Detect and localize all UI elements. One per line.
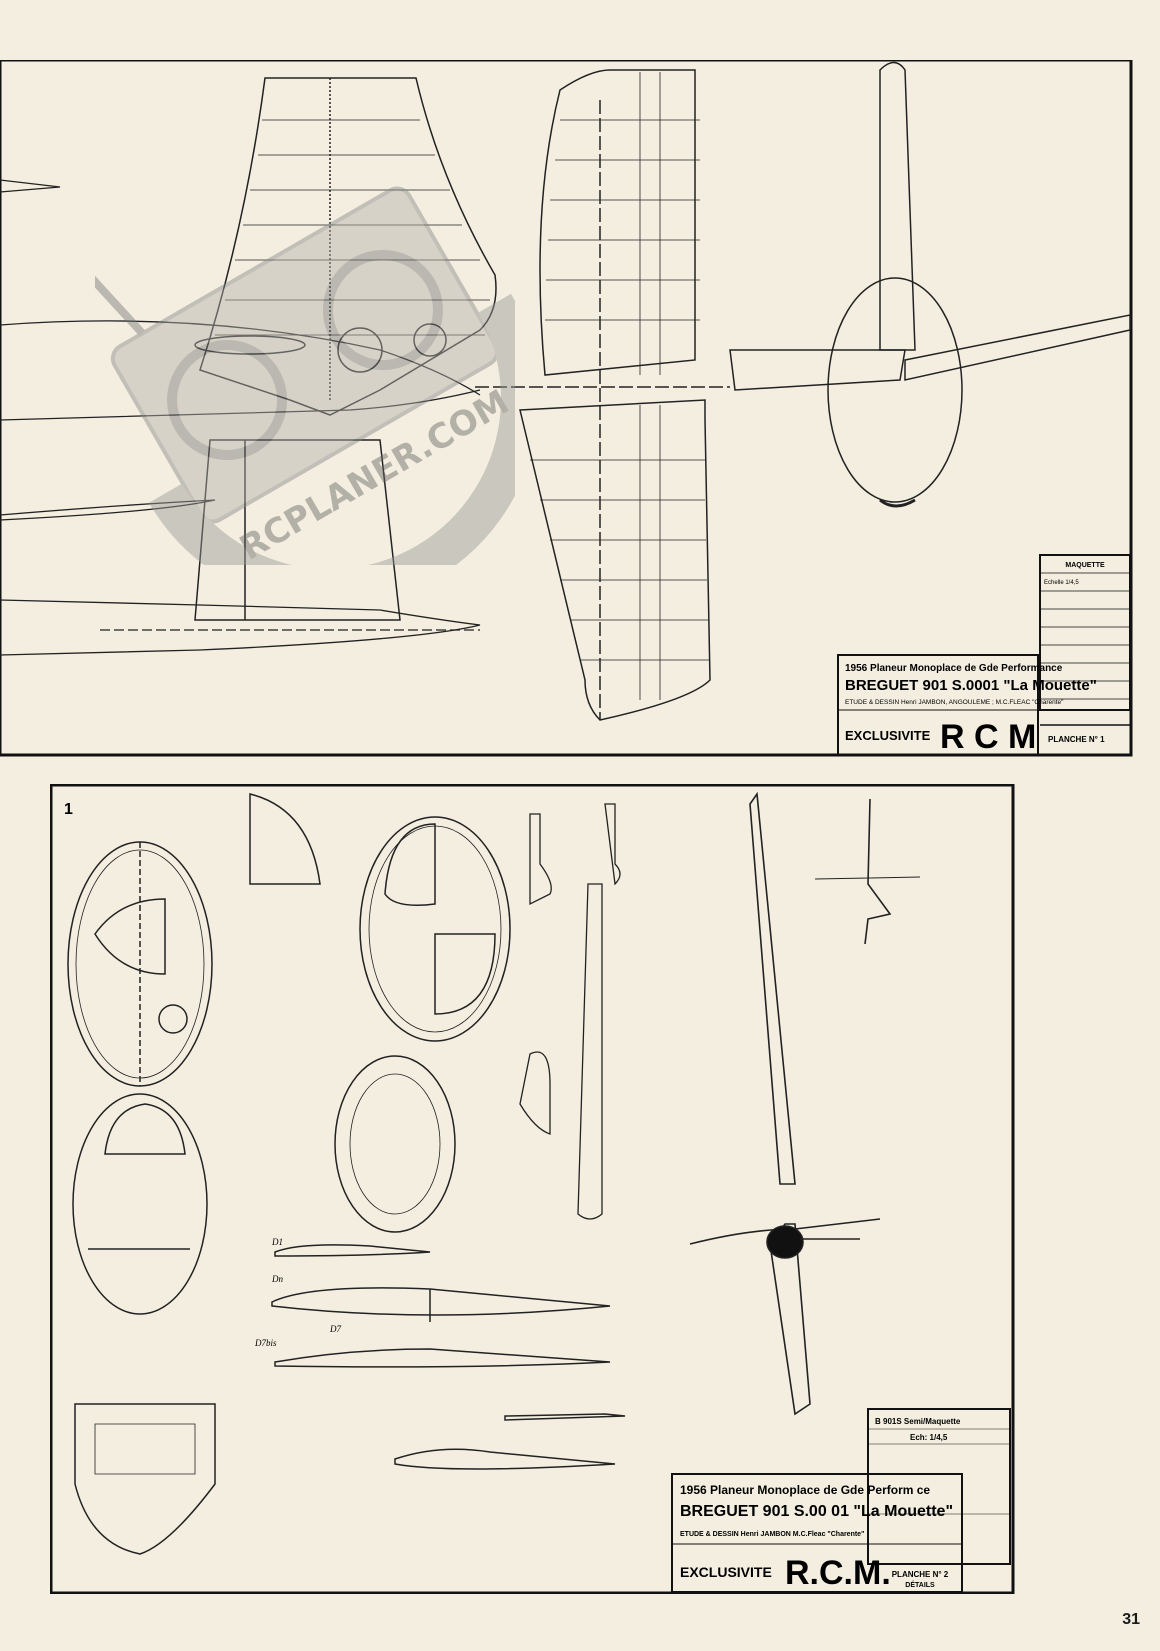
maquette-header: MAQUETTE (1065, 562, 1105, 569)
plate-details: DÉTAILS (905, 1580, 935, 1589)
fin-side-view (194, 77, 497, 621)
plan-sheet-1: MAQUETTE Echelle 1/4,5 1956 Planeur Mono… (0, 60, 1133, 757)
section-label-d1: D1 (271, 1237, 283, 1247)
title-year-line: 1956 Planeur Monoplace de Gde Performanc… (845, 663, 1063, 674)
plan-sheet-2: 1 (50, 784, 1015, 1594)
sheet2-number: 1 (64, 801, 73, 818)
plate-number: PLANCHE N° 1 (1048, 735, 1105, 744)
title-model: BREGUET 901 S.0001 "La Mouette" (845, 677, 1097, 694)
title-credits-2: ETUDE & DESSIN Henri JAMBON M.C.Fleac "C… (680, 1531, 864, 1538)
title-credits: ETUDE & DESSIN Henri JAMBON, ANGOULEME ;… (845, 699, 1064, 706)
rcm-brand-2: R.C.M. (785, 1554, 891, 1592)
fuselage-side-view (0, 179, 481, 656)
section-label-d7bis: D7bis (254, 1338, 277, 1348)
maquette-header-2: B 901S Semi/Maquette (875, 1417, 961, 1426)
title-block-sheet2 (671, 1473, 1010, 1593)
title-year-line-2: 1956 Planeur Monoplace de Gde Perform ce (680, 1483, 930, 1497)
page-number: 31 (1122, 1611, 1140, 1628)
exclusive-label: EXCLUSIVITE (845, 728, 931, 743)
scale-label-2: Ech: 1/4,5 (910, 1433, 948, 1442)
sheet1-drawing: MAQUETTE Echelle 1/4,5 1956 Planeur Mono… (0, 60, 1133, 757)
tailplane-plan-view (475, 69, 730, 721)
exclusive-label-2: EXCLUSIVITE (680, 1564, 772, 1580)
front-view (729, 61, 1131, 508)
title-block-sheet1 (837, 654, 1130, 756)
sheet2-drawing: 1 (50, 784, 1015, 1594)
fuselage-sections (67, 841, 216, 1555)
scale-label: Echelle 1/4,5 (1044, 580, 1079, 586)
glider-planform (689, 791, 921, 1416)
maquette-spec-table (1039, 554, 1131, 711)
title-model-2: BREGUET 901 S.00 01 "La Mouette" (680, 1503, 953, 1520)
plate-number-2: PLANCHE N° 2 (892, 1570, 949, 1579)
frame-sections-middle (249, 793, 511, 1233)
rcm-brand: R C M (940, 718, 1036, 756)
airfoil-sections (271, 1244, 626, 1470)
section-label-dn: Dn (271, 1274, 283, 1284)
section-label-d7: D7 (329, 1324, 341, 1334)
detail-parts (519, 803, 621, 1220)
